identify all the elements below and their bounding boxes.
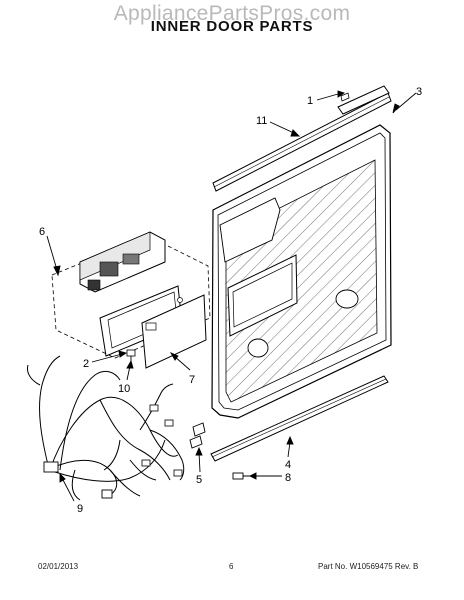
watermark: AppliancePartsPros.com xyxy=(113,2,351,25)
callout-numbers: 1 3 11 6 2 10 7 4 5 8 9 xyxy=(39,86,422,515)
inner-door-panel xyxy=(211,124,392,419)
callout-10: 10 xyxy=(118,383,130,395)
callout-6: 6 xyxy=(39,226,45,238)
callout-7: 7 xyxy=(189,374,195,386)
footer-date: 02/01/2013 xyxy=(38,562,79,571)
bottom-trim-strip xyxy=(210,375,389,462)
control-module xyxy=(79,231,166,293)
screw-part xyxy=(232,472,250,480)
footer-page-number: 6 xyxy=(229,562,234,571)
wire-harness xyxy=(27,355,185,501)
callout-1: 1 xyxy=(307,95,313,107)
cover-plate xyxy=(141,294,207,369)
callout-8: 8 xyxy=(285,472,291,484)
top-end-cap xyxy=(337,85,390,115)
callout-11: 11 xyxy=(256,115,267,127)
leader-lines xyxy=(46,90,417,502)
callout-2: 2 xyxy=(83,358,89,370)
footer-part-number: Part No. W10569475 Rev. B xyxy=(318,562,419,571)
top-trim-strip xyxy=(212,92,392,192)
callout-4: 4 xyxy=(285,459,291,471)
clip-part xyxy=(189,422,206,449)
callout-5: 5 xyxy=(196,474,202,486)
page-title: INNER DOOR PARTS xyxy=(150,18,314,35)
gasket-frame xyxy=(99,285,183,357)
callout-9: 9 xyxy=(77,503,83,515)
callout-3: 3 xyxy=(416,86,422,98)
